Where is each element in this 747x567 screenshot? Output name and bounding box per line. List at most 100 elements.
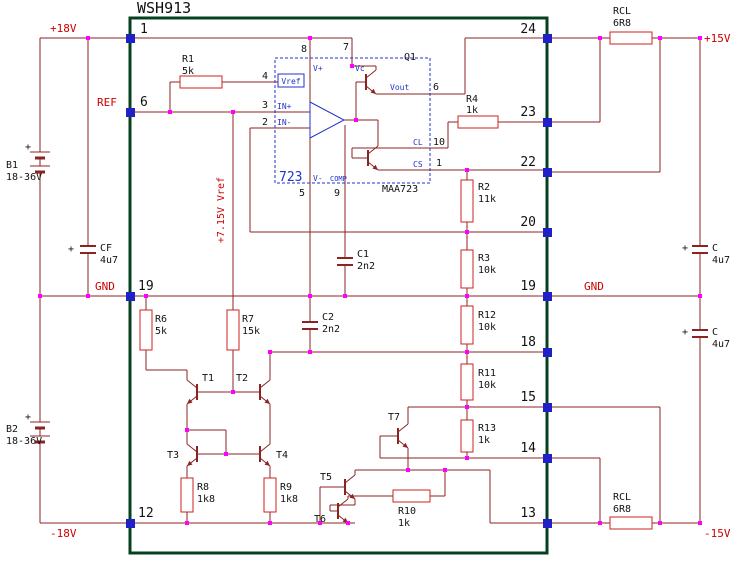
- ic-port-vplus: V+: [313, 64, 323, 73]
- ic-port-cs: CS: [413, 160, 423, 169]
- label-t2: T2: [236, 373, 248, 384]
- label-r4-ref: R4: [466, 94, 478, 105]
- resistor-RCL-bottom: [609, 516, 653, 530]
- pin-square-12: [126, 519, 135, 528]
- battery-B2: [30, 421, 50, 444]
- label-t6: T6: [314, 514, 326, 525]
- opamp-triangle: [309, 101, 346, 139]
- ic-port-inp: IN+: [277, 102, 292, 111]
- ic-port-vc: Vc: [355, 64, 365, 73]
- ic-pin-9: 9: [334, 188, 340, 199]
- label-b2-plus: +: [25, 412, 31, 423]
- transistor-T3: [186, 443, 198, 467]
- label-c1-value: 2n2: [357, 261, 375, 272]
- label-r3-ref: R3: [478, 253, 490, 264]
- pin-number-18: 18: [520, 335, 536, 350]
- label-r3-value: 10k: [478, 265, 496, 276]
- label-b2-ref: B2: [6, 424, 18, 435]
- transistor-T7: [397, 423, 409, 449]
- pin-square-15: [543, 403, 552, 412]
- label-cf-ref: CF: [100, 243, 112, 254]
- label-r10-value: 1k: [398, 518, 410, 529]
- label-r11-value: 10k: [478, 380, 496, 391]
- label-t7: T7: [388, 412, 400, 423]
- module-outline: [128, 16, 549, 555]
- pin-number-23: 23: [520, 105, 536, 120]
- transistor-T2: [259, 379, 271, 405]
- pin-square-19-right: [543, 292, 552, 301]
- label-r1-value: 5k: [182, 66, 194, 77]
- ic-vref-block: [277, 73, 305, 88]
- label-r12-value: 10k: [478, 322, 496, 333]
- resistor-R7: [226, 309, 240, 351]
- wiring-inside-upper: [134, 37, 543, 296]
- ic-pin-1: 1: [436, 158, 442, 169]
- capacitor-C-bottom: [692, 329, 708, 338]
- label-r8-ref: R8: [197, 482, 209, 493]
- ic-port-vref: Vref: [281, 77, 300, 86]
- pin-square-1: [126, 34, 135, 43]
- label-rcl-bot-value: 6R8: [613, 504, 631, 515]
- label-r13-value: 1k: [478, 435, 490, 446]
- pin-number-14: 14: [520, 441, 536, 456]
- label-r10-ref: R10: [398, 506, 416, 517]
- rail-label-gnd-right: GND: [584, 280, 604, 293]
- pin-square-14: [543, 454, 552, 463]
- label-r9-value: 1k8: [280, 494, 298, 505]
- resistor-RCL-top: [609, 31, 653, 45]
- wiring-outside-right: [551, 37, 701, 524]
- label-b1-plus: +: [25, 142, 31, 153]
- label-c1-ref: C1: [357, 249, 369, 260]
- label-r6-value: 5k: [155, 326, 167, 337]
- ic-pin-6: 6: [433, 82, 439, 93]
- capacitor-CF: [80, 245, 96, 254]
- label-t4: T4: [276, 450, 288, 461]
- ic-port-inn: IN-: [277, 118, 291, 127]
- label-b1-ref: B1: [6, 160, 18, 171]
- label-rcl-bot-ref: RCL: [613, 492, 631, 503]
- transistor-T6: [337, 498, 349, 524]
- label-r7-value: 15k: [242, 326, 260, 337]
- label-cbot-ref: C: [712, 327, 718, 338]
- resistor-R8: [180, 477, 194, 513]
- ic-port-vminus: V-: [313, 174, 323, 183]
- ic-pin-8: 8: [301, 44, 307, 55]
- rail-label-gnd-left: GND: [95, 280, 115, 293]
- resistor-R1: [179, 75, 223, 89]
- label-cf-value: 4u7: [100, 255, 118, 266]
- pin-number-20: 20: [520, 215, 536, 230]
- ic-port-vout: Vout: [390, 83, 409, 92]
- pin-square-24: [543, 34, 552, 43]
- rail-label-plus18v: +18V: [50, 22, 77, 35]
- resistor-R12: [460, 305, 474, 345]
- ic-name: 723: [279, 170, 302, 185]
- ic-pin-5: 5: [299, 188, 305, 199]
- pin-square-19-left: [126, 292, 135, 301]
- label-b1-value: 18-36V: [6, 172, 42, 183]
- pin-number-6: 6: [140, 95, 148, 110]
- label-r1-ref: R1: [182, 54, 194, 65]
- resistor-R3: [460, 249, 474, 289]
- label-r9-ref: R9: [280, 482, 292, 493]
- label-t1: T1: [202, 373, 214, 384]
- label-r7-ref: R7: [242, 314, 254, 325]
- label-cbot-value: 4u7: [712, 339, 730, 350]
- label-ctop-ref: C: [712, 243, 718, 254]
- pin-square-18: [543, 348, 552, 357]
- pin-number-13: 13: [520, 506, 536, 521]
- transistor-T5: [344, 474, 356, 500]
- module-pin-squares: [126, 34, 552, 528]
- resistor-R13: [460, 419, 474, 453]
- label-c2-value: 2n2: [322, 324, 340, 335]
- transistor-T1: [186, 379, 198, 405]
- junction-dots: [38, 36, 702, 525]
- ic-pin-4: 4: [262, 71, 268, 82]
- capacitor-C1: [337, 257, 353, 266]
- resistor-bodies: [139, 31, 653, 530]
- label-r8-value: 1k8: [197, 494, 215, 505]
- label-cbot-plus: +: [682, 327, 688, 338]
- label-r2-ref: R2: [478, 182, 490, 193]
- label-r6-ref: R6: [155, 314, 167, 325]
- label-ctop-value: 4u7: [712, 255, 730, 266]
